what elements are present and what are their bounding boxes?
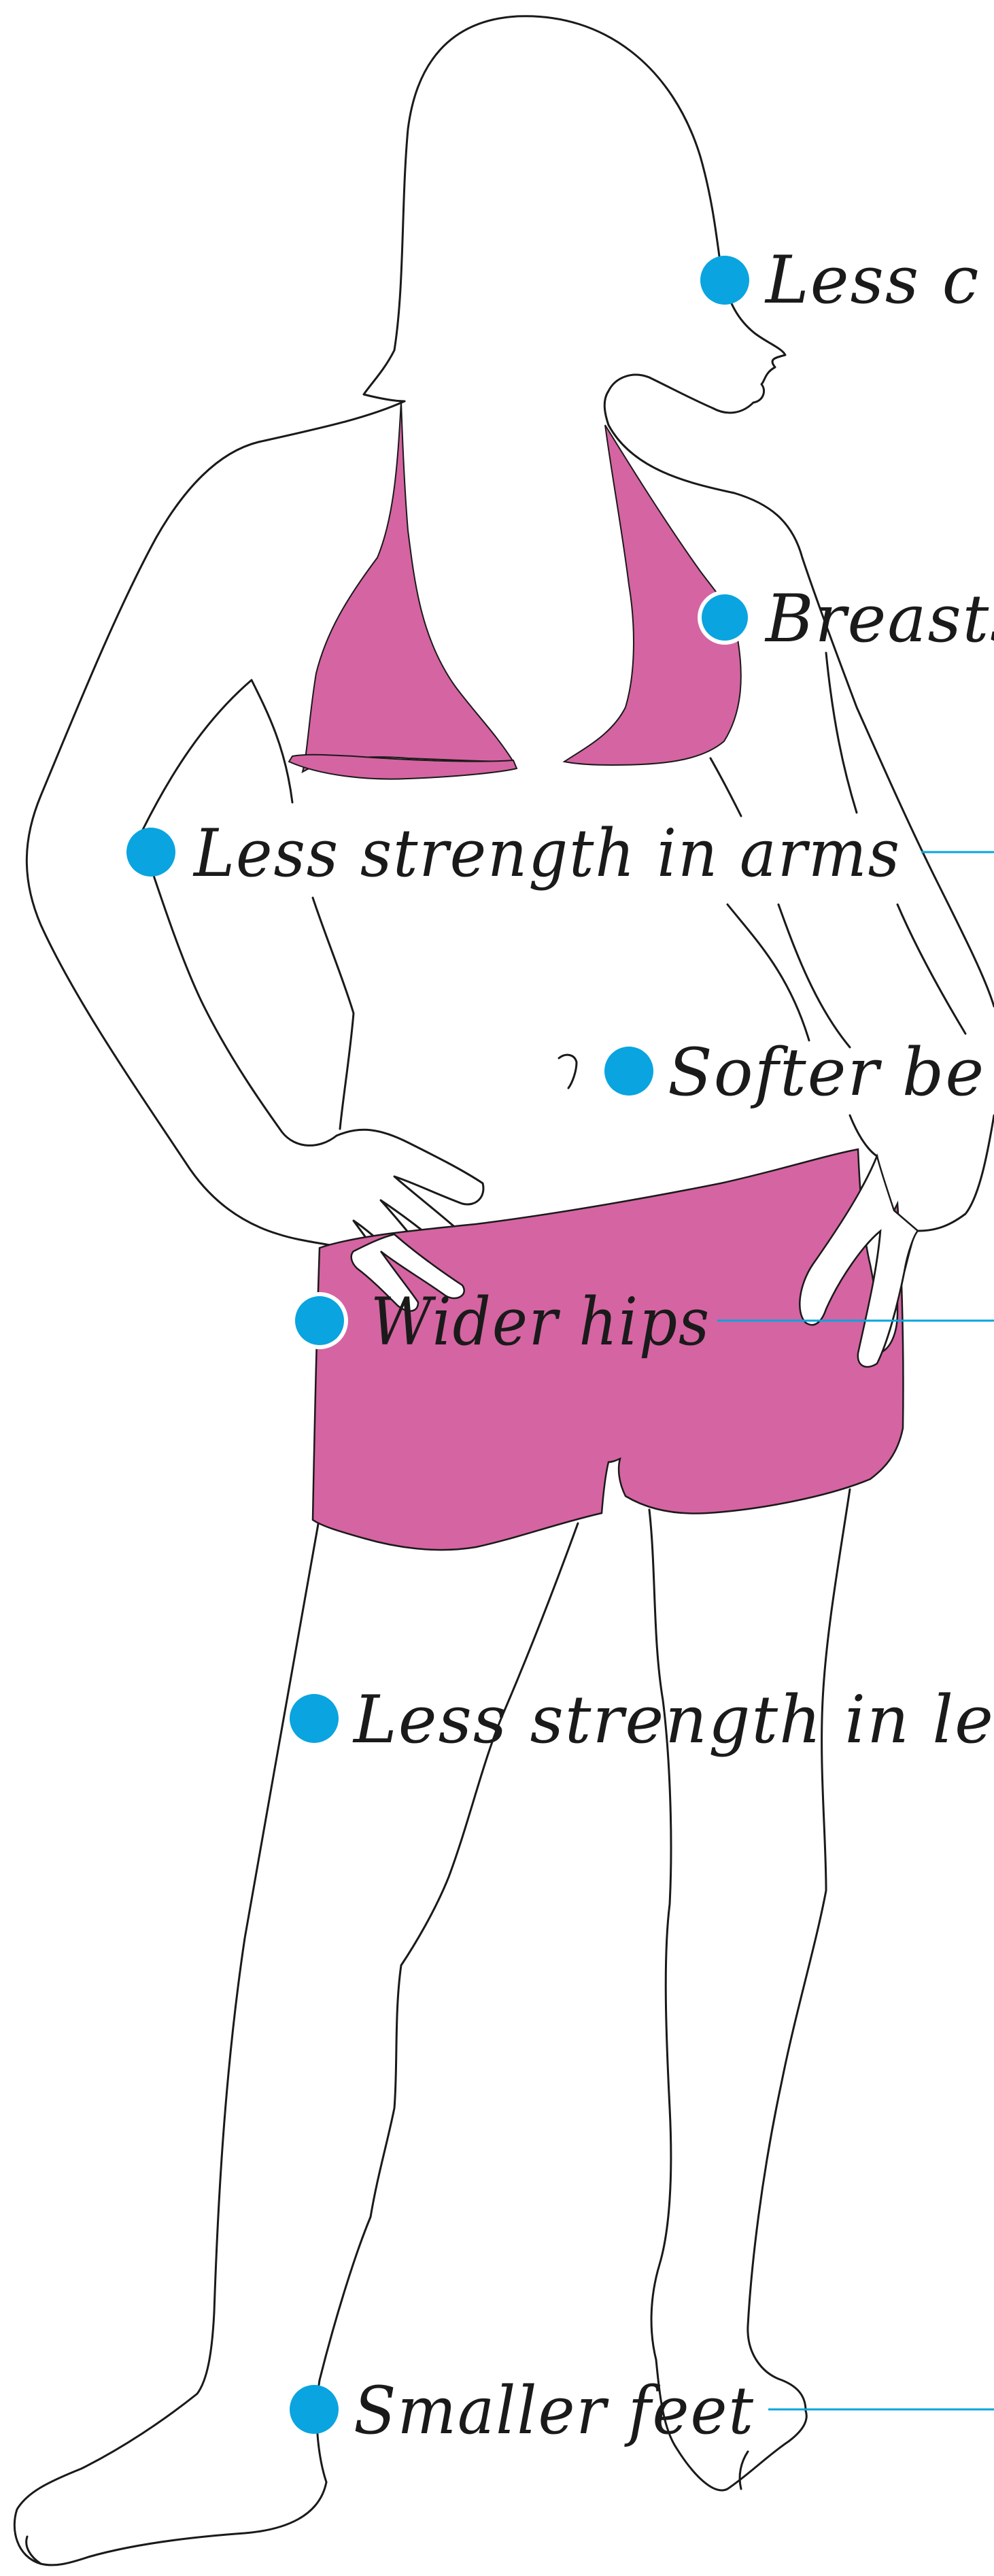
dot-belly — [604, 1047, 653, 1096]
dot-hips-inner — [295, 1296, 344, 1345]
neck-outline — [604, 375, 649, 425]
hair-outline — [394, 16, 722, 350]
right-forearm — [897, 904, 965, 1034]
left-foot — [41, 2482, 326, 2565]
dot-feet — [290, 2385, 339, 2434]
label-belly: Softer be — [668, 1034, 985, 1111]
left-torso-side — [313, 898, 354, 1129]
dot-breasts-inner — [702, 594, 748, 641]
left-leg-outer — [14, 1516, 320, 2564]
label-feet: Smaller feet — [354, 2373, 755, 2449]
hair-back-left — [364, 350, 405, 401]
right-elbow-lines — [710, 758, 741, 816]
label-legs: Less strength in leg — [352, 1682, 994, 1758]
right-leg-outer — [748, 1489, 850, 2411]
left-toes — [27, 2537, 41, 2564]
navel — [559, 1055, 577, 1088]
dot-arms — [126, 828, 175, 877]
label-hips: Wider hips — [371, 1284, 710, 1360]
label-arms: Less strength in arms — [192, 815, 901, 892]
label-breasts: Breasts — [764, 581, 994, 657]
left-leg-inner — [317, 1523, 578, 2482]
bikini-top — [289, 401, 741, 779]
right-toe-crease — [740, 2452, 748, 2489]
right-torso-inner-2 — [778, 904, 850, 1047]
right-leg-inner — [649, 1510, 671, 2360]
dot-less-chin — [700, 256, 749, 305]
dot-legs — [290, 1694, 339, 1743]
label-less-chin: Less c — [764, 242, 980, 318]
left-shoulder — [156, 401, 405, 537]
left-underarm — [143, 680, 292, 830]
right-arm-inner — [826, 653, 857, 813]
bikini-left-cup — [303, 401, 513, 772]
right-torso-inner-1 — [727, 904, 809, 1040]
